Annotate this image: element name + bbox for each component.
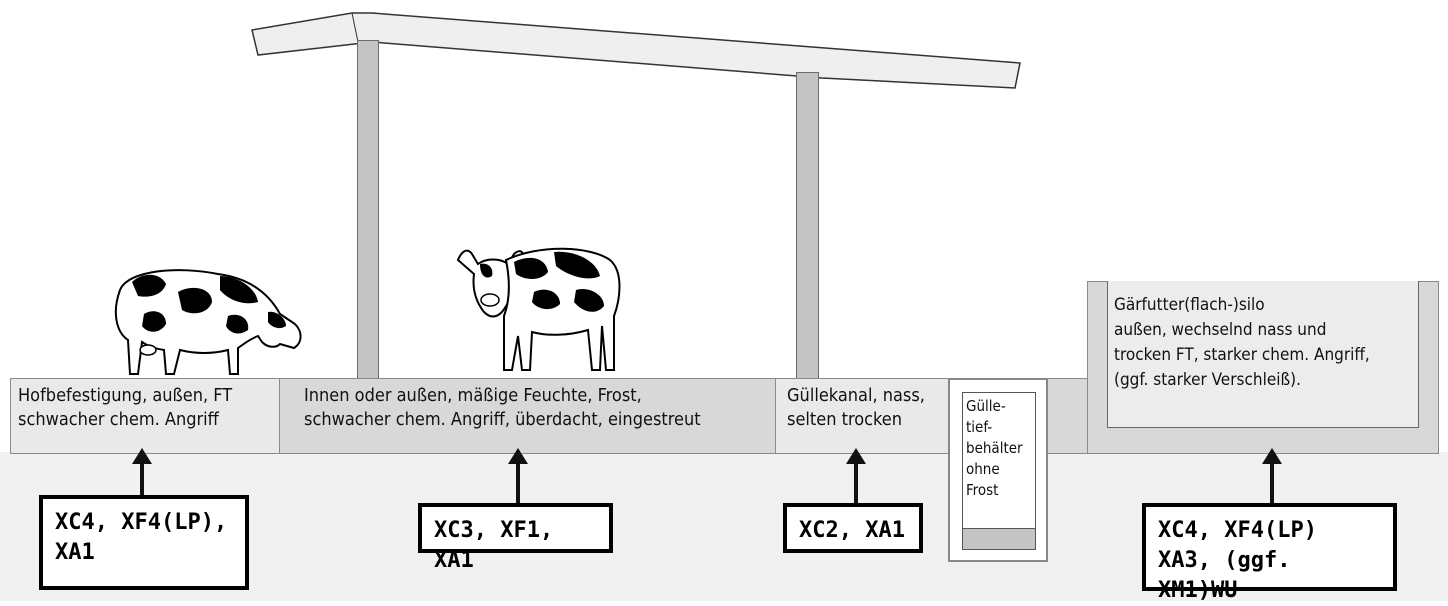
arrow-shaft bbox=[140, 463, 144, 495]
zone-silo-label: Gärfutter(flach-)silo außen, wechselnd n… bbox=[1114, 295, 1370, 390]
arrow-up-icon bbox=[132, 448, 152, 464]
guelle-tank-inner bbox=[962, 392, 1036, 550]
cow-icon bbox=[456, 247, 621, 371]
exposure-box-innen: XC3, XF1, XA1 bbox=[418, 503, 613, 573]
zone-guelle-label: Güllekanal, nass, selten trocken bbox=[787, 385, 925, 430]
arrow-shaft bbox=[516, 463, 520, 503]
zone-innen-cell bbox=[279, 378, 776, 454]
guelle-tank-label: Gülle- tief- behälter ohne Frost bbox=[966, 397, 1023, 499]
exposure-box-hof: XC4, XF4(LP), XA1 bbox=[39, 495, 249, 590]
pillar-left bbox=[357, 40, 379, 380]
zone-innen-label: Innen oder außen, mäßige Feuchte, Frost,… bbox=[304, 385, 701, 430]
arrow-up-icon bbox=[846, 448, 866, 464]
cow-icon bbox=[114, 269, 302, 375]
exposure-box-guelle: XC2, XA1 bbox=[783, 503, 923, 553]
zone-hof-cell bbox=[10, 378, 280, 454]
arrow-up-icon bbox=[508, 448, 528, 464]
arrow-shaft bbox=[854, 463, 858, 503]
zone-hof-label: Hofbefestigung, außen, FT schwacher chem… bbox=[18, 385, 233, 430]
arrow-shaft bbox=[1270, 463, 1274, 503]
exposure-box-silo: XC4, XF4(LP) XA3, (ggf. XM1)WU bbox=[1142, 503, 1397, 603]
silo-inner bbox=[1107, 281, 1419, 428]
roof-canopy bbox=[251, 12, 1021, 89]
arrow-up-icon bbox=[1262, 448, 1282, 464]
band-gap-cell bbox=[1047, 378, 1088, 454]
pillar-right bbox=[796, 72, 819, 380]
guelle-tank-bottom bbox=[963, 528, 1035, 549]
